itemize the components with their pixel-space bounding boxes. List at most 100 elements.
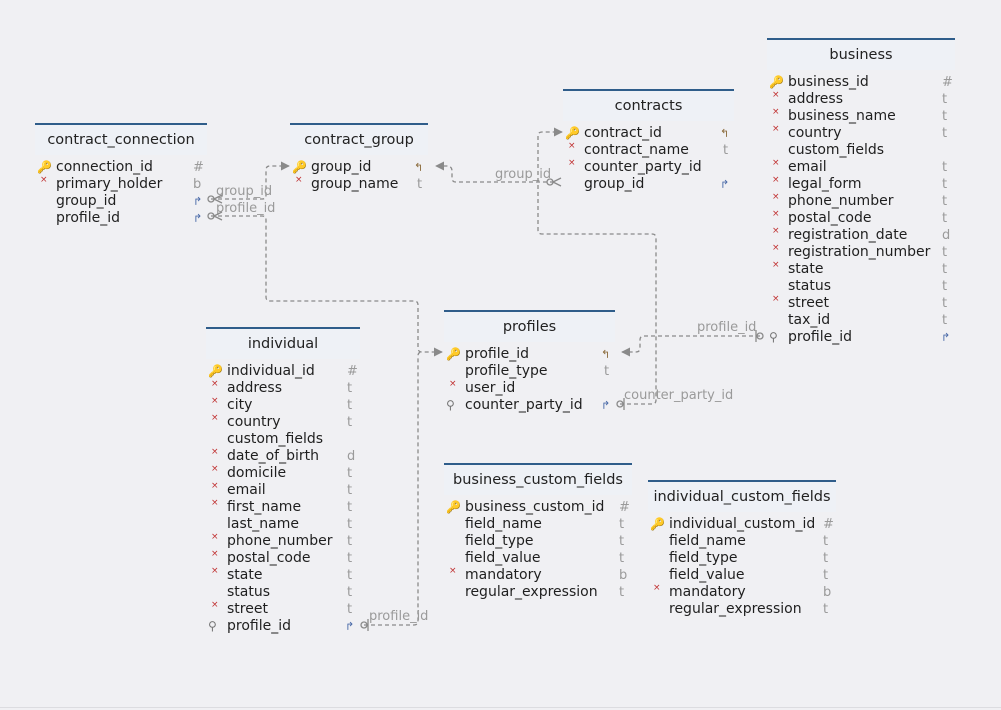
- column-type: t: [347, 534, 353, 549]
- column-name: registration_date: [788, 227, 908, 243]
- column-name: group_id: [584, 176, 645, 192]
- required-marker-icon: ×: [772, 158, 780, 168]
- entity-title: contracts: [563, 89, 734, 121]
- column-type: t: [942, 245, 948, 260]
- column-row[interactable]: 🔑individual_custom_id#: [648, 516, 836, 533]
- column-row[interactable]: 🔑profile_id↰: [444, 346, 615, 363]
- column-type: t: [942, 313, 948, 328]
- column-row[interactable]: ×counter_party_id: [563, 158, 734, 176]
- column-type: t: [347, 551, 353, 566]
- no-marker: [446, 584, 460, 601]
- referenced-arrow-icon: ↰: [414, 161, 424, 174]
- column-row[interactable]: ×user_id: [444, 379, 615, 397]
- foreign-key-arrow-icon: ↱: [193, 212, 203, 225]
- no-marker: [650, 601, 664, 618]
- column-name: registration_number: [788, 244, 931, 260]
- column-type: t: [942, 177, 948, 192]
- column-row[interactable]: 🔑business_custom_id#: [444, 499, 632, 516]
- column-type: t: [942, 211, 948, 226]
- link-label-contracts-group: group_id: [495, 167, 551, 182]
- column-row[interactable]: profile_id↱: [35, 210, 207, 227]
- link-business-profile: [621, 335, 760, 357]
- required-marker-icon: ×: [772, 260, 780, 270]
- required-marker-icon: ×: [772, 175, 780, 185]
- column-row[interactable]: ⚲profile_id↱: [206, 618, 360, 635]
- column-row[interactable]: ⚲profile_id↱: [767, 329, 955, 346]
- entity-contract-connection[interactable]: contract_connection🔑connection_id#×prima…: [35, 123, 207, 227]
- column-name: custom_fields: [788, 142, 885, 158]
- required-marker-icon: ×: [772, 226, 780, 236]
- column-name: address: [227, 380, 283, 396]
- column-row[interactable]: 🔑business_id#: [767, 74, 955, 91]
- required-marker-icon: ×: [772, 192, 780, 202]
- column-type: t: [823, 568, 829, 583]
- required-marker-icon: ×: [211, 413, 219, 423]
- column-row[interactable]: 🔑group_id↰: [290, 159, 428, 176]
- no-marker: [37, 193, 51, 210]
- column-name: field_value: [465, 550, 541, 566]
- required-marker-icon: ×: [772, 107, 780, 117]
- column-row[interactable]: group_id↱: [35, 193, 207, 210]
- column-row[interactable]: group_id↱: [563, 176, 734, 193]
- required-marker-icon: ×: [772, 124, 780, 134]
- column-row[interactable]: 🔑connection_id#: [35, 159, 207, 176]
- no-marker: [446, 533, 460, 550]
- column-row[interactable]: custom_fields: [206, 431, 360, 448]
- column-row[interactable]: custom_fields: [767, 142, 955, 159]
- column-row[interactable]: 🔑individual_id#: [206, 363, 360, 380]
- column-row[interactable]: ⚲counter_party_id↱: [444, 397, 615, 414]
- column-name: connection_id: [56, 159, 153, 175]
- entity-business-custom-fields[interactable]: business_custom_fields🔑business_custom_i…: [444, 463, 632, 601]
- entity-individual-custom-fields[interactable]: individual_custom_fields🔑individual_cust…: [648, 480, 836, 618]
- column-name: field_type: [465, 533, 534, 549]
- column-row[interactable]: 🔑contract_id↰: [563, 125, 734, 142]
